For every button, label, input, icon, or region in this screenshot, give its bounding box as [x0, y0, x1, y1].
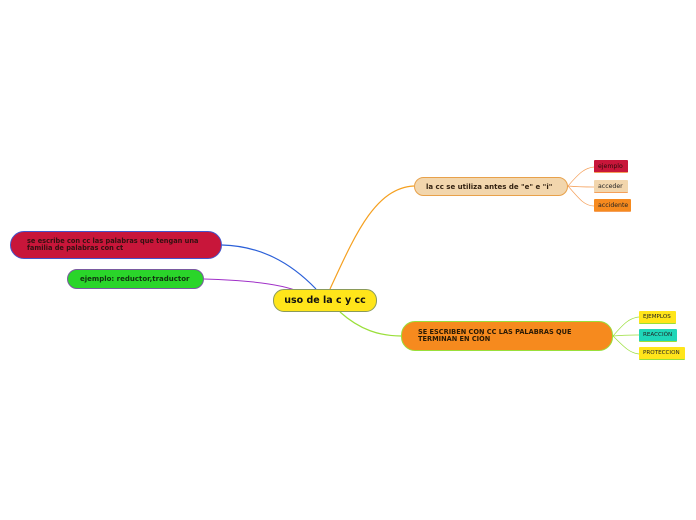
subtopic-reaccion-label: REACCIÓN	[643, 332, 673, 338]
link-top-to-ejemplo	[567, 166, 595, 187]
link-central-to-bottom	[339, 311, 402, 337]
link-bottom-to-proteccion	[612, 335, 640, 355]
subtopic-proteccion-label: PROTECCION	[643, 350, 680, 356]
subtopic-ejemplo[interactable]: ejemplo	[594, 160, 628, 173]
topic-family-ct[interactable]: se escribe con cc las palabras que tenga…	[10, 231, 222, 259]
central-topic-label: uso de la c y cc	[284, 295, 366, 306]
topic-family-ct-label: se escribe con cc las palabras que tenga…	[27, 236, 199, 252]
topic-cc-before-e-i[interactable]: la cc se utiliza antes de "e" e "i"	[414, 177, 568, 196]
central-topic[interactable]: uso de la c y cc	[273, 289, 377, 312]
subtopic-ejemplos-label: EJEMPLOS	[643, 314, 671, 320]
subtopic-reaccion[interactable]: REACCIÓN	[639, 329, 677, 342]
topic-example-reductor[interactable]: ejemplo: reductor,traductor	[67, 269, 204, 289]
link-top-to-acceder	[567, 185, 595, 188]
topic-cion-words[interactable]: SE ESCRIBEN CON CC LAS PALABRAS QUE TERM…	[401, 321, 613, 351]
link-top-to-accidente	[567, 185, 595, 207]
topic-cc-before-e-i-label: la cc se utiliza antes de "e" e "i"	[426, 182, 553, 191]
topic-example-reductor-label: ejemplo: reductor,traductor	[80, 275, 190, 283]
subtopic-acceder-label: acceder	[598, 182, 623, 190]
link-bottom-to-reaccion	[612, 334, 640, 337]
subtopic-ejemplo-label: ejemplo	[598, 162, 623, 170]
subtopic-accidente-label: accidente	[598, 201, 629, 209]
link-bottom-to-ejemplos	[612, 316, 640, 337]
subtopic-acceder[interactable]: acceder	[594, 180, 628, 193]
link-central-to-top	[329, 185, 415, 290]
subtopic-ejemplos[interactable]: EJEMPLOS	[639, 311, 676, 324]
subtopic-accidente[interactable]: accidente	[594, 199, 631, 212]
link-central-to-family	[221, 244, 317, 290]
subtopic-proteccion[interactable]: PROTECCION	[639, 347, 685, 360]
topic-cion-words-label: SE ESCRIBEN CON CC LAS PALABRAS QUE TERM…	[418, 327, 572, 343]
